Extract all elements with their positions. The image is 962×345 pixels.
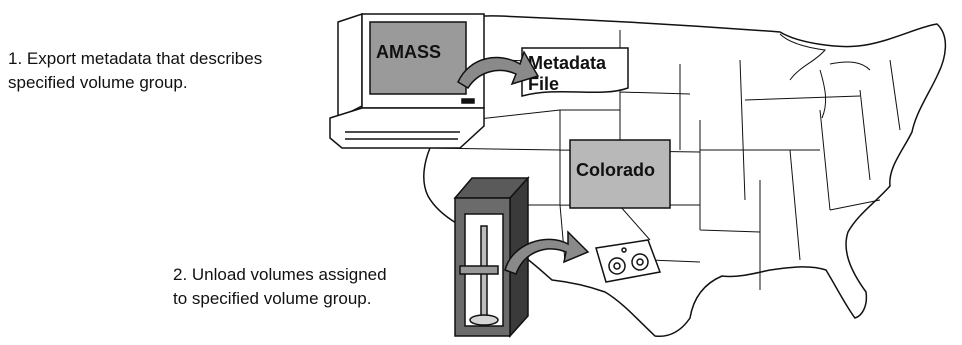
step-1-caption: 1. Export metadata that describes specif… [8, 47, 262, 95]
computer-base [329, 107, 485, 149]
cartridge-reel-left-hub [613, 262, 621, 270]
monitor-screen [369, 21, 467, 95]
step-2-line-1: 2. Unload volumes assigned [173, 265, 387, 284]
metadata-file: Metadata File [521, 47, 629, 97]
robot-arm-slider [459, 265, 499, 275]
colorado-shape [569, 139, 671, 209]
robot-base [469, 314, 499, 326]
unload-arrow-body [504, 230, 590, 275]
cartridge-marker [621, 247, 627, 253]
unload-arrow [504, 230, 590, 275]
step-1-line-1: 1. Export metadata that describes [8, 49, 263, 68]
cartridge-body [595, 239, 662, 283]
step-2-caption: 2. Unload volumes assigned to specified … [173, 263, 387, 311]
tape-library [453, 176, 530, 338]
step-2-line-2: to specified volume group. [173, 289, 372, 308]
export-arrow [457, 50, 540, 90]
amass-label: AMASS [376, 42, 441, 62]
tape-cartridge-icon [595, 239, 662, 283]
metadata-label-line2: File [528, 74, 559, 94]
metadata-label-line1: Metadata [528, 53, 607, 73]
export-arrow-body [457, 50, 540, 90]
cartridge-reel-right-hub [636, 258, 644, 266]
amass-computer: AMASS [329, 12, 485, 149]
power-button [461, 98, 475, 104]
monitor-side [337, 12, 363, 120]
step-1-line-2: specified volume group. [8, 73, 188, 92]
metadata-document [521, 47, 629, 97]
great-lakes [779, 33, 871, 119]
colorado-label: Colorado [576, 160, 655, 180]
colorado-state: Colorado [569, 139, 671, 209]
